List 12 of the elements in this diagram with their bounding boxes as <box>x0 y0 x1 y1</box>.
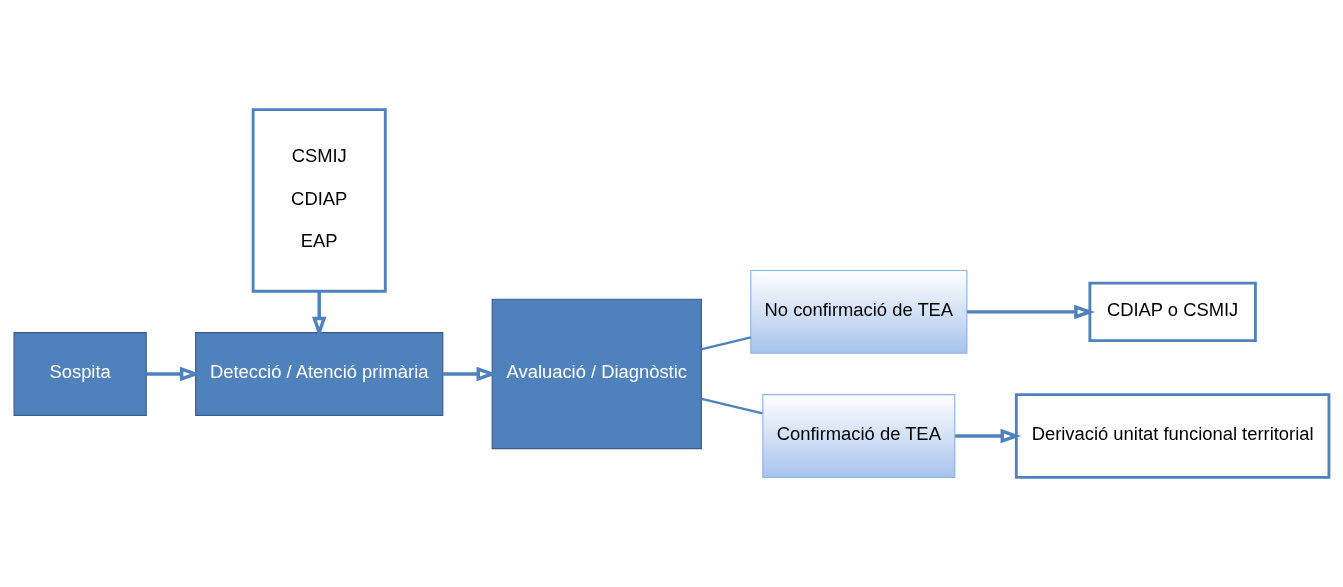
arrow <box>967 304 1095 320</box>
node-box: Derivació unitat funcional territorial <box>1014 393 1331 479</box>
node-box: CSMIJ CDIAP EAP <box>251 108 387 293</box>
node-box: Detecció / Atenció primària <box>195 332 444 416</box>
connector <box>701 397 763 415</box>
node-box: Confirmació de TEA <box>762 394 956 478</box>
node-box: CDIAP o CSMIJ <box>1088 281 1257 343</box>
arrow <box>955 428 1022 444</box>
node-box: Avaluació / Diagnòstic <box>491 298 702 450</box>
connector <box>701 336 751 351</box>
node-box: Sospita <box>13 332 147 416</box>
node-box: No confirmació de TEA <box>750 269 968 354</box>
